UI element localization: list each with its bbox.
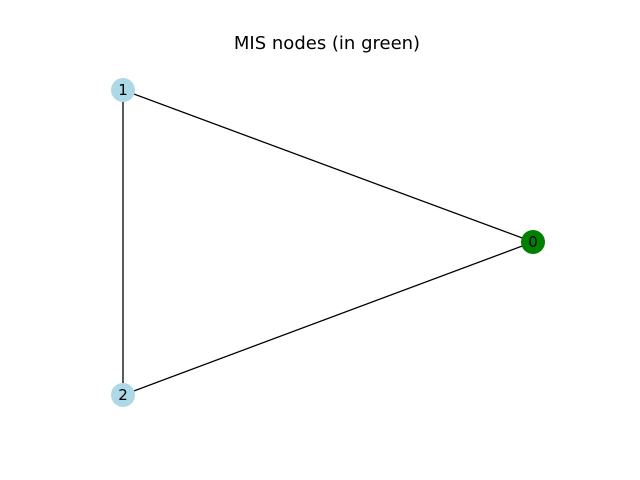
nodes-layer: 0 1 2 [111,78,545,407]
node-circle-1 [111,78,135,102]
node-label-0: 0 [528,233,538,251]
node-label-1: 1 [118,81,128,99]
node-2: 2 [111,383,135,407]
node-1: 1 [111,78,135,102]
edges-layer [122,89,534,396]
node-label-2: 2 [118,386,128,404]
node-circle-2 [111,383,135,407]
node-0: 0 [521,230,545,254]
figure-title: MIS nodes (in green) [234,33,420,54]
node-circle-0 [521,230,545,254]
edge-2-0 [122,241,534,396]
edge-1-0 [122,89,534,243]
